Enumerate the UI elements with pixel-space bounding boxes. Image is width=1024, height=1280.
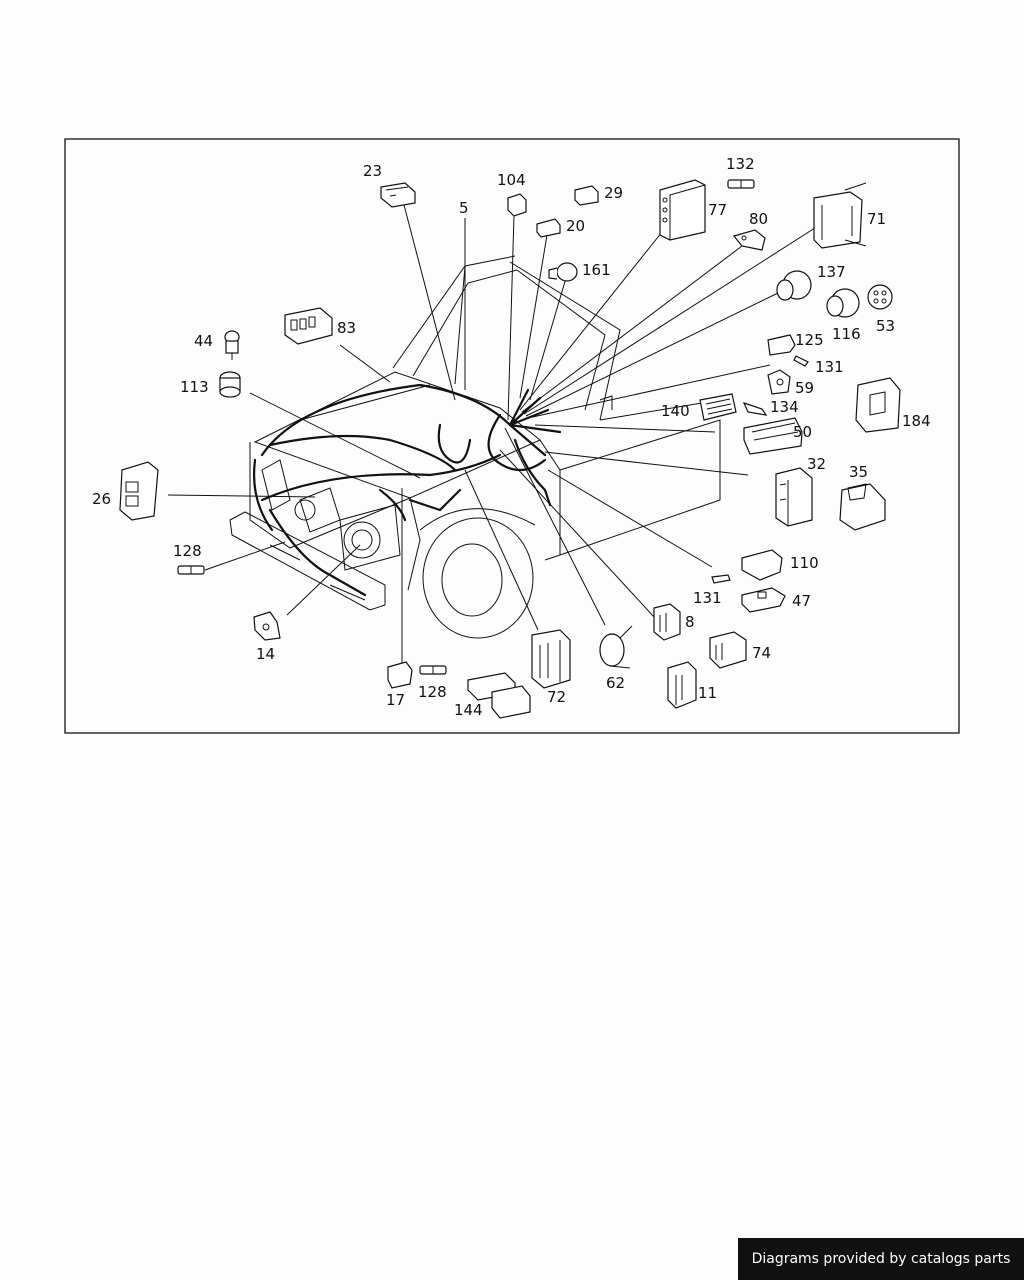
part-number-32: 32: [807, 455, 826, 473]
part-number-74: 74: [752, 644, 771, 662]
vehicle-outline: [229, 255, 721, 639]
fuse-icon-132: [727, 179, 755, 189]
grommet-icon-116: [826, 288, 860, 318]
part-number-71: 71: [867, 210, 886, 228]
connector-icon-29: [574, 185, 599, 206]
connector-icon-104: [507, 193, 527, 217]
part-number-59: 59: [795, 379, 814, 397]
connector-icon-74: [709, 631, 747, 669]
pin-icon-131-top: [793, 355, 809, 367]
fuse-icon-128-bottom: [419, 665, 447, 675]
part-number-50: 50: [793, 423, 812, 441]
fuse-block-icon-144: [467, 672, 531, 719]
socket-icon-113: [219, 371, 241, 398]
part-number-140: 140: [661, 402, 690, 420]
part-number-47: 47: [792, 592, 811, 610]
socket-icon-71: [813, 182, 867, 249]
part-number-116: 116: [832, 325, 861, 343]
part-number-23: 23: [363, 162, 382, 180]
part-number-72: 72: [547, 688, 566, 706]
round-connector-icon-53: [867, 284, 893, 310]
bracket-icon-14: [253, 611, 281, 641]
switch-icon-26: [119, 461, 159, 521]
part-number-26: 26: [92, 490, 111, 508]
holder-icon-59: [767, 369, 791, 395]
clip-icon-80: [732, 229, 766, 251]
relay-icon-83: [284, 307, 333, 345]
connector-icon-110: [741, 549, 783, 581]
part-number-125: 125: [795, 331, 824, 349]
connector-icon-47: [741, 587, 786, 613]
strip-icon-140: [699, 393, 737, 421]
bulb-icon-44: [224, 330, 240, 360]
part-number-161: 161: [582, 261, 611, 279]
part-number-137: 137: [817, 263, 846, 281]
plug-icon-161: [548, 262, 578, 282]
relay-box-icon-77: [659, 179, 706, 241]
connector-icon-72: [531, 629, 571, 689]
fuse-box-icon-32: [775, 467, 813, 527]
part-number-113: 113: [180, 378, 209, 396]
part-number-5: 5: [459, 199, 469, 217]
part-number-14: 14: [256, 645, 275, 663]
connector-icon-11: [667, 661, 697, 709]
part-number-53: 53: [876, 317, 895, 335]
connector-icon-17: [387, 661, 413, 689]
part-number-128-left: 128: [173, 542, 202, 560]
part-number-80: 80: [749, 210, 768, 228]
socket-icon-35: [839, 483, 886, 531]
part-number-134: 134: [770, 398, 799, 416]
part-number-128-bottom: 128: [418, 683, 447, 701]
part-number-104: 104: [497, 171, 526, 189]
connector-icon-8: [653, 603, 681, 641]
connector-icon-20: [536, 218, 561, 238]
fuse-block-icon-50: [743, 417, 803, 455]
part-number-17: 17: [386, 691, 405, 709]
part-number-83: 83: [337, 319, 356, 337]
part-number-20: 20: [566, 217, 585, 235]
pin-icon-131-bottom: [711, 574, 731, 584]
wiring-harness: [253, 383, 562, 597]
part-number-132: 132: [726, 155, 755, 173]
part-number-131-bottom: 131: [693, 589, 722, 607]
part-number-110: 110: [790, 554, 819, 572]
part-number-62: 62: [606, 674, 625, 692]
bulb-holder-icon-62: [599, 625, 633, 669]
connector-icon-23: [380, 182, 416, 208]
clip-icon-125: [767, 334, 796, 356]
footer-credit: Diagrams provided by catalogs parts: [738, 1238, 1024, 1280]
grommet-icon-137: [776, 270, 812, 301]
part-number-29: 29: [604, 184, 623, 202]
part-number-131-top: 131: [815, 358, 844, 376]
part-number-8: 8: [685, 613, 695, 631]
part-number-44: 44: [194, 332, 213, 350]
part-numbers: 23 104 29 132 77 80 71 5 20 161 137 116 …: [92, 155, 931, 719]
part-number-77: 77: [708, 201, 727, 219]
part-number-184: 184: [902, 412, 931, 430]
diagram-frame: [64, 138, 960, 734]
holder-icon-184: [855, 377, 901, 433]
part-number-35: 35: [849, 463, 868, 481]
part-number-11: 11: [698, 684, 717, 702]
fuse-icon-128-left: [177, 565, 205, 575]
part-number-144: 144: [454, 701, 483, 719]
leader-lines: [167, 204, 819, 665]
fuse-icon-134: [742, 402, 768, 416]
